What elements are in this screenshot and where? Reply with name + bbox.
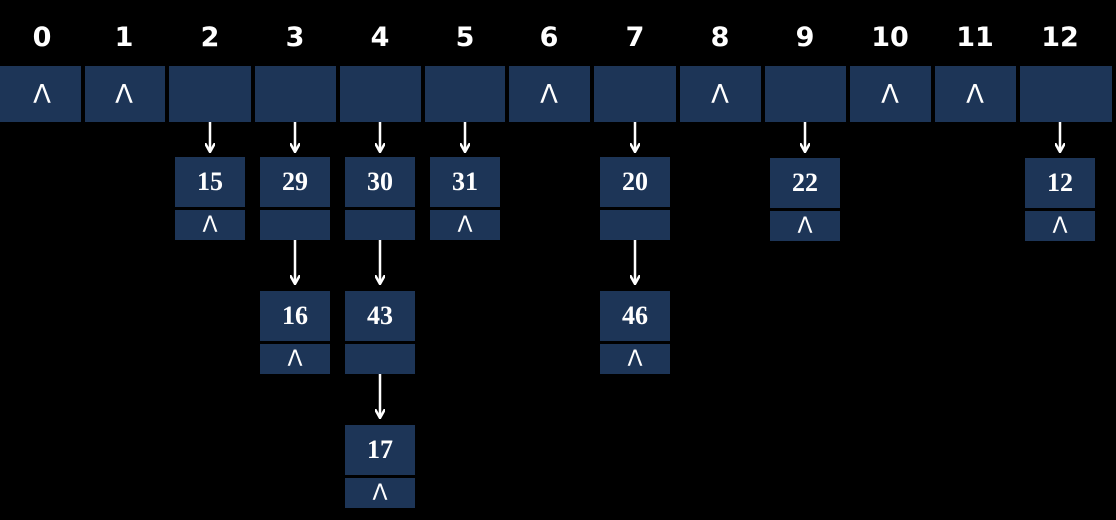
slot-index-label: 7 — [625, 22, 645, 53]
chain-node-value: 46 — [600, 291, 670, 341]
chain-node-pointer — [600, 210, 670, 240]
hash-slot-8 — [680, 66, 761, 122]
slot-index-label: 9 — [795, 22, 815, 53]
chain-node-pointer: Λ — [260, 344, 330, 374]
slot-index-label: 3 — [285, 22, 305, 53]
chain-node-value: 16 — [260, 291, 330, 341]
null-pointer-symbol: Λ — [33, 80, 51, 110]
hash-slot-2 — [169, 66, 251, 122]
slot-index-label: 0 — [32, 22, 52, 53]
hash-slot-4 — [340, 66, 421, 122]
hash-slot-12 — [1020, 66, 1112, 122]
chain-node-value: 17 — [345, 425, 415, 475]
hash-slot-3 — [255, 66, 336, 122]
chain-node-value: 29 — [260, 157, 330, 207]
null-pointer-symbol: Λ — [115, 80, 133, 110]
hash-slot-0 — [0, 66, 81, 122]
null-pointer-symbol: Λ — [881, 80, 899, 110]
chain-node-value: 30 — [345, 157, 415, 207]
chain-node-pointer: Λ — [430, 210, 500, 240]
chain-node-pointer: Λ — [770, 211, 840, 241]
hash-slot-5 — [425, 66, 505, 122]
hash-slot-1 — [85, 66, 165, 122]
chain-node-value: 20 — [600, 157, 670, 207]
chain-node-value: 43 — [345, 291, 415, 341]
slot-index-label: 11 — [956, 22, 994, 53]
chain-node-pointer: Λ — [600, 344, 670, 374]
slot-index-label: 5 — [455, 22, 475, 53]
null-pointer-symbol: Λ — [711, 80, 729, 110]
chain-node-pointer — [345, 344, 415, 374]
chain-node-pointer — [345, 210, 415, 240]
chain-node-value: 22 — [770, 158, 840, 208]
slot-index-label: 2 — [200, 22, 220, 53]
hash-slot-10 — [850, 66, 931, 122]
hash-slot-9 — [765, 66, 846, 122]
chain-node-pointer: Λ — [1025, 211, 1095, 241]
null-pointer-symbol: Λ — [540, 80, 558, 110]
hash-slot-11 — [935, 66, 1016, 122]
chain-node-value: 31 — [430, 157, 500, 207]
chain-node-value: 12 — [1025, 158, 1095, 208]
slot-index-label: 6 — [539, 22, 559, 53]
chain-node-pointer: Λ — [345, 478, 415, 508]
hash-slot-7 — [594, 66, 676, 122]
slot-index-label: 10 — [871, 22, 909, 53]
slot-index-label: 1 — [114, 22, 134, 53]
chain-node-pointer — [260, 210, 330, 240]
slot-index-label: 8 — [710, 22, 730, 53]
chain-node-pointer: Λ — [175, 210, 245, 240]
slot-index-label: 12 — [1041, 22, 1079, 53]
hash-slot-6 — [509, 66, 590, 122]
chain-node-value: 15 — [175, 157, 245, 207]
slot-index-label: 4 — [370, 22, 390, 53]
null-pointer-symbol: Λ — [966, 80, 984, 110]
